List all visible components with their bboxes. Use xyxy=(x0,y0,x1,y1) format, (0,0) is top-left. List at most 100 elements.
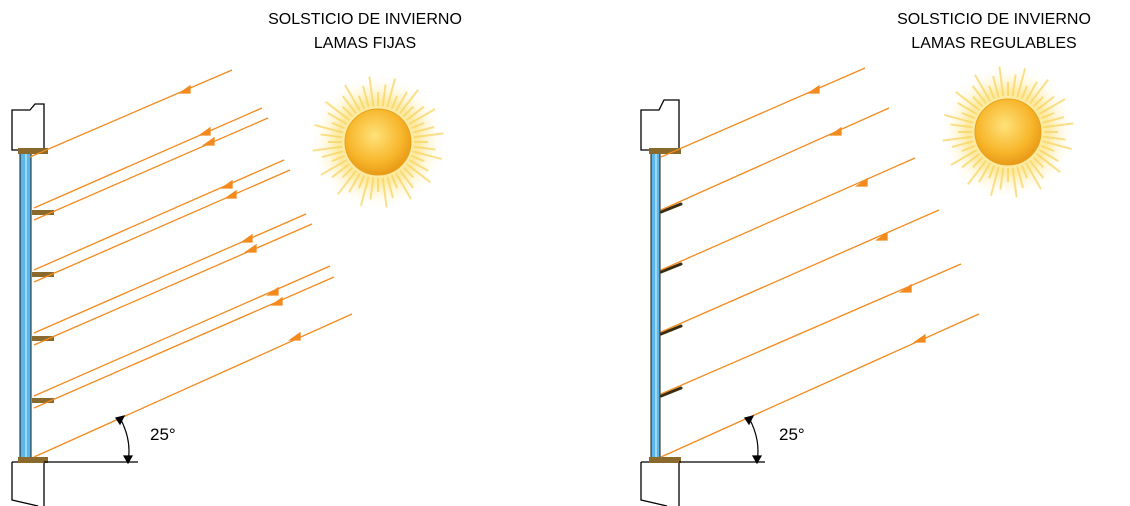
sun-glow-ray xyxy=(1035,153,1061,173)
louver xyxy=(659,324,683,336)
sun-glow-ray xyxy=(961,144,976,153)
sun-glow-ray xyxy=(413,132,444,139)
sun-glow-ray xyxy=(386,77,397,108)
sun-glow-ray xyxy=(341,166,354,179)
sun-glow-ray xyxy=(362,85,370,108)
frame-bottom xyxy=(18,457,48,463)
sun-glow-ray xyxy=(410,121,425,130)
sun-glow-ray xyxy=(971,95,984,108)
louver-group xyxy=(32,210,54,403)
sun-glow-ray xyxy=(386,176,394,199)
ray-arrow xyxy=(265,286,279,296)
sun-glow-ray xyxy=(331,154,346,163)
ray xyxy=(33,223,313,346)
ray xyxy=(660,263,962,395)
sun-glow-ray xyxy=(402,166,415,179)
louver xyxy=(659,386,683,398)
ray xyxy=(33,265,331,397)
panel-title: SOLSTICIO DE INVIERNO LAMAS FIJAS xyxy=(225,8,505,56)
diagram-adjustable-louvers: 25° xyxy=(640,64,1076,506)
sun-glow-ray xyxy=(1025,81,1038,102)
ray-arrow xyxy=(219,179,233,189)
ray-arrow xyxy=(223,189,237,199)
sun-glow-ray xyxy=(312,145,343,152)
sun-glow-ray xyxy=(951,140,974,148)
ray-arrow xyxy=(828,126,842,136)
ray xyxy=(33,213,307,334)
sun-glow-ray xyxy=(1040,111,1055,120)
sun-glow-ray xyxy=(1029,79,1049,105)
ray xyxy=(33,313,353,458)
sun-glow-ray xyxy=(1032,156,1045,169)
louver xyxy=(659,202,683,214)
sun-glow-ray xyxy=(337,169,357,195)
title-line-1: SOLSTICIO DE INVIERNO xyxy=(897,11,1091,28)
sun-rays xyxy=(29,69,353,458)
sun-glow-ray xyxy=(369,177,375,200)
sun-glow-ray xyxy=(412,150,443,161)
sun-glow-ray xyxy=(405,105,425,121)
sun-glow-ray xyxy=(1032,95,1045,108)
sun-glow-ray xyxy=(942,135,973,142)
ray-arrow xyxy=(243,243,257,253)
sun-glow-ray xyxy=(399,169,415,189)
sun-glow-ray xyxy=(331,121,346,130)
panel-title: SOLSTICIO DE INVIERNO LAMAS REGULABLES xyxy=(854,8,1130,56)
sun-glow-ray xyxy=(1020,164,1029,179)
sun-glow-ray xyxy=(1043,122,1074,129)
wall-bottom xyxy=(11,461,45,506)
ray xyxy=(33,117,269,221)
sun-glow-ray xyxy=(1025,162,1042,190)
sun-glow-ray xyxy=(313,123,344,134)
sun-glow-ray xyxy=(390,174,399,189)
sun-glow-ray xyxy=(971,85,987,105)
ray-arrow xyxy=(854,177,868,187)
sun-icon xyxy=(940,64,1076,200)
sun-glow-ray xyxy=(413,145,436,151)
sun-glow-ray xyxy=(1011,74,1017,97)
sun-glow-ray xyxy=(950,123,973,129)
sun-glow-ray xyxy=(1029,159,1045,179)
sun-glow-ray xyxy=(405,163,431,183)
sun-glow-ray xyxy=(357,95,366,110)
sun-glow-ray xyxy=(943,113,974,124)
sun-glow-ray xyxy=(989,166,1000,197)
sun-glow-ray xyxy=(974,74,991,102)
sun-glow-ray xyxy=(395,172,412,200)
sun-glow-ray xyxy=(1042,140,1073,151)
sun-glow-ray xyxy=(1035,95,1055,111)
ray xyxy=(660,209,940,333)
sun-glow-ray xyxy=(1038,98,1066,115)
sun-glow-ray xyxy=(408,159,429,172)
sun-glow-ray xyxy=(348,172,361,193)
angle-label: 25° xyxy=(150,425,176,444)
sun-glow-ray xyxy=(967,159,987,185)
ray xyxy=(33,276,335,409)
ray xyxy=(33,159,285,271)
sun-glow-ray xyxy=(395,91,408,112)
ray xyxy=(660,313,980,458)
sun-glow-ray xyxy=(978,162,991,183)
sun-glow-ray xyxy=(957,102,978,115)
angle-indicator xyxy=(679,415,765,465)
wall-bottom xyxy=(640,461,680,506)
sun-glow-ray xyxy=(1043,135,1066,141)
sun-icon xyxy=(310,74,446,210)
louver xyxy=(32,398,54,403)
sun-rays xyxy=(660,67,980,458)
ray-arrow xyxy=(806,84,820,94)
louver xyxy=(32,272,54,277)
sun-glow-ray xyxy=(402,105,415,118)
ray-arrow xyxy=(874,231,888,241)
sun-glow-ray xyxy=(971,156,984,169)
sun-glow-ray xyxy=(331,163,351,179)
frame-top xyxy=(649,148,681,154)
wall-top xyxy=(640,99,680,151)
sun-glow-ray xyxy=(321,150,344,158)
sun-glow-ray xyxy=(992,75,1000,98)
louver-group xyxy=(659,202,683,398)
ray xyxy=(660,67,866,158)
sun-glow-ray xyxy=(341,95,357,115)
sun-glow-ray xyxy=(381,84,387,107)
sun-glow-ray xyxy=(359,176,370,207)
